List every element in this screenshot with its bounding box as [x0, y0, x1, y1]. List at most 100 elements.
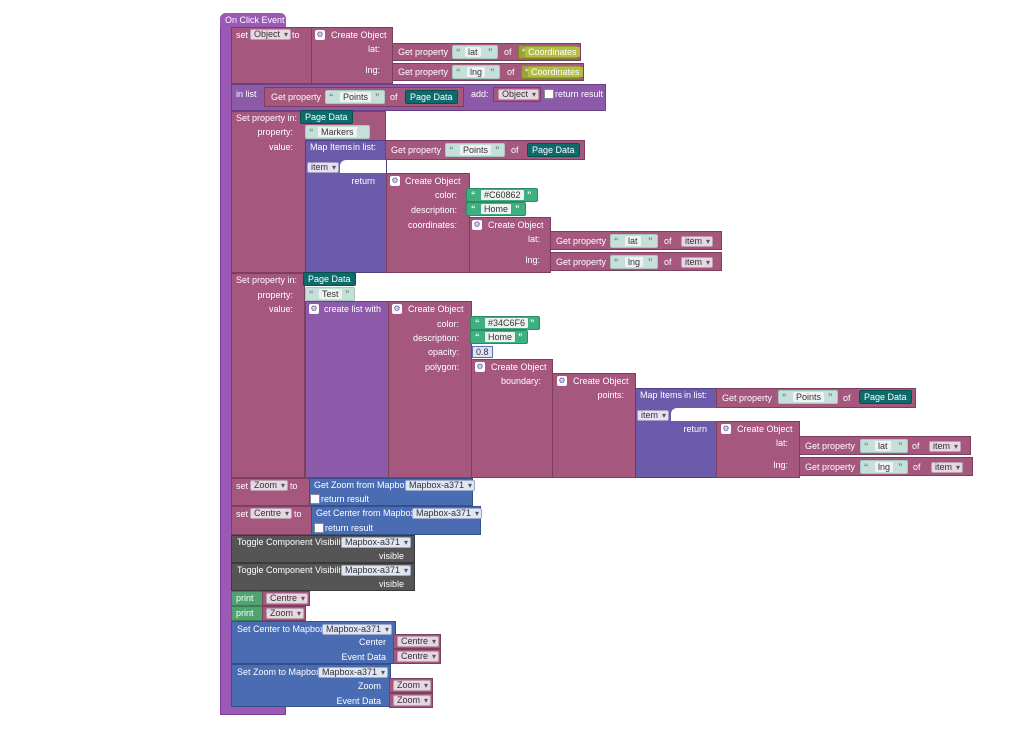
- gear-icon[interactable]: ⚙: [315, 30, 325, 40]
- string-home[interactable]: “Home”: [466, 202, 526, 216]
- map-items-slot: [340, 160, 386, 173]
- mapbox-dropdown[interactable]: Mapbox-a371: [405, 480, 476, 491]
- lng-label: lng:: [365, 65, 380, 75]
- set-object-block[interactable]: [231, 27, 313, 84]
- gear-icon[interactable]: ⚙: [472, 220, 482, 230]
- return-result-checkbox[interactable]: [544, 89, 554, 99]
- string-color[interactable]: “#34C6F6”: [470, 316, 540, 330]
- set-property-test-block[interactable]: [231, 273, 305, 478]
- zoom-variable-dropdown[interactable]: Zoom: [393, 695, 432, 706]
- string-lat[interactable]: “lat”: [610, 234, 658, 248]
- get-property-label: Get property: [556, 236, 607, 246]
- get-property-label: Get property: [722, 393, 773, 403]
- print-label: print: [236, 593, 254, 603]
- string-lat[interactable]: “lat”: [452, 45, 498, 59]
- get-center-label: Get Center from Mapbox:: [316, 508, 418, 518]
- coordinates-object[interactable]: “Coordinates: [521, 65, 583, 79]
- string-lng[interactable]: “lng”: [452, 65, 500, 79]
- gear-icon[interactable]: ⚙: [557, 376, 567, 386]
- page-data-object[interactable]: Page Data: [859, 390, 912, 404]
- item-variable-dropdown[interactable]: item: [929, 441, 962, 452]
- event-data-label: Event Data: [336, 696, 381, 706]
- map-items-label: Map Items: [640, 390, 683, 400]
- page-data-object[interactable]: Page Data: [300, 110, 353, 124]
- return-result-checkbox[interactable]: [310, 494, 320, 504]
- return-label: return: [351, 176, 375, 186]
- map-items-block[interactable]: [635, 388, 717, 478]
- property-label: property:: [257, 127, 293, 137]
- create-object-boundary[interactable]: [552, 373, 636, 478]
- get-property-label: Get property: [398, 67, 449, 77]
- coordinates-label: coordinates:: [407, 220, 457, 230]
- string-lng[interactable]: “lng”: [610, 255, 658, 269]
- gear-icon[interactable]: ⚙: [309, 304, 319, 314]
- color-label: color:: [436, 319, 459, 329]
- zoom-variable-dropdown[interactable]: Zoom: [266, 608, 305, 619]
- gear-icon[interactable]: ⚙: [721, 424, 731, 434]
- print-label: print: [236, 608, 254, 618]
- get-property-label: Get property: [805, 441, 856, 451]
- zoom-variable-dropdown[interactable]: Zoom: [250, 480, 289, 491]
- mapbox-dropdown[interactable]: Mapbox-a371: [322, 624, 393, 635]
- item-variable-dropdown[interactable]: item: [681, 257, 714, 268]
- coordinates-object[interactable]: “Coordinates: [518, 45, 580, 59]
- opacity-number[interactable]: 0.8: [472, 346, 493, 358]
- mapbox-dropdown[interactable]: Mapbox-a371: [318, 667, 389, 678]
- visible-label: visible: [378, 579, 404, 589]
- centre-variable-dropdown[interactable]: Centre: [250, 508, 293, 519]
- create-list-block[interactable]: [305, 301, 389, 478]
- centre-variable-dropdown[interactable]: Centre: [397, 651, 440, 662]
- item-variable-dropdown[interactable]: item: [931, 462, 964, 473]
- mapbox-dropdown[interactable]: Mapbox-a371: [412, 508, 483, 519]
- item-variable-dropdown[interactable]: item: [637, 410, 670, 421]
- mapbox-dropdown[interactable]: Mapbox-a371: [341, 565, 412, 576]
- in-list-label: in list: [236, 89, 257, 99]
- string-color[interactable]: “#C60862”: [466, 188, 538, 202]
- string-lat[interactable]: “lat”: [860, 439, 908, 453]
- gear-icon[interactable]: ⚙: [392, 304, 402, 314]
- string-home[interactable]: “Home”: [470, 330, 528, 344]
- object-variable-dropdown[interactable]: Object: [250, 29, 292, 40]
- lng-label: lng:: [525, 255, 540, 265]
- mapbox-dropdown[interactable]: Mapbox-a371: [341, 537, 412, 548]
- add-label: add:: [471, 89, 489, 99]
- item-variable-dropdown[interactable]: item: [307, 162, 340, 173]
- string-points[interactable]: “Points”: [325, 90, 385, 104]
- string-test[interactable]: “Test”: [305, 287, 355, 301]
- page-data-object[interactable]: Page Data: [405, 90, 458, 104]
- to-keyword: to: [294, 509, 302, 519]
- to-keyword: to: [292, 30, 300, 40]
- set-keyword: set: [236, 481, 249, 491]
- value-label: value:: [268, 304, 293, 314]
- create-object-polygon[interactable]: [471, 359, 553, 478]
- gear-icon[interactable]: ⚙: [475, 362, 485, 372]
- page-data-object[interactable]: Page Data: [527, 143, 580, 157]
- of-label: of: [511, 145, 519, 155]
- string-points[interactable]: “Points”: [778, 390, 838, 404]
- lat-label: lat:: [527, 234, 540, 244]
- create-object-polygon-item[interactable]: [388, 301, 472, 478]
- string-points[interactable]: “Points”: [445, 143, 505, 157]
- return-result-label: return result: [555, 89, 604, 99]
- page-data-object[interactable]: Page Data: [303, 272, 356, 286]
- centre-variable-dropdown[interactable]: Centre: [266, 593, 309, 604]
- create-object-label: Create Object: [491, 362, 547, 372]
- opacity-label: opacity:: [427, 347, 459, 357]
- get-property-label: Get property: [271, 92, 322, 102]
- set-property-in-label: Set property in:: [236, 275, 298, 285]
- lng-label: lng:: [773, 460, 788, 470]
- create-object-label: Create Object: [573, 376, 629, 386]
- centre-variable-dropdown[interactable]: Centre: [397, 636, 440, 647]
- item-variable-dropdown[interactable]: item: [681, 236, 714, 247]
- in-list-label: in list:: [353, 142, 377, 152]
- create-object-marker[interactable]: [386, 173, 470, 273]
- return-result-checkbox[interactable]: [314, 523, 324, 533]
- to-keyword: to: [290, 481, 298, 491]
- event-header[interactable]: [220, 13, 286, 27]
- string-lng[interactable]: “lng”: [860, 460, 908, 474]
- zoom-variable-dropdown[interactable]: Zoom: [393, 680, 432, 691]
- set-zoom-mapbox-block[interactable]: [231, 664, 391, 707]
- string-markers[interactable]: “Markers: [305, 125, 370, 139]
- object-variable-dropdown[interactable]: Object: [498, 89, 540, 100]
- gear-icon[interactable]: ⚙: [390, 176, 400, 186]
